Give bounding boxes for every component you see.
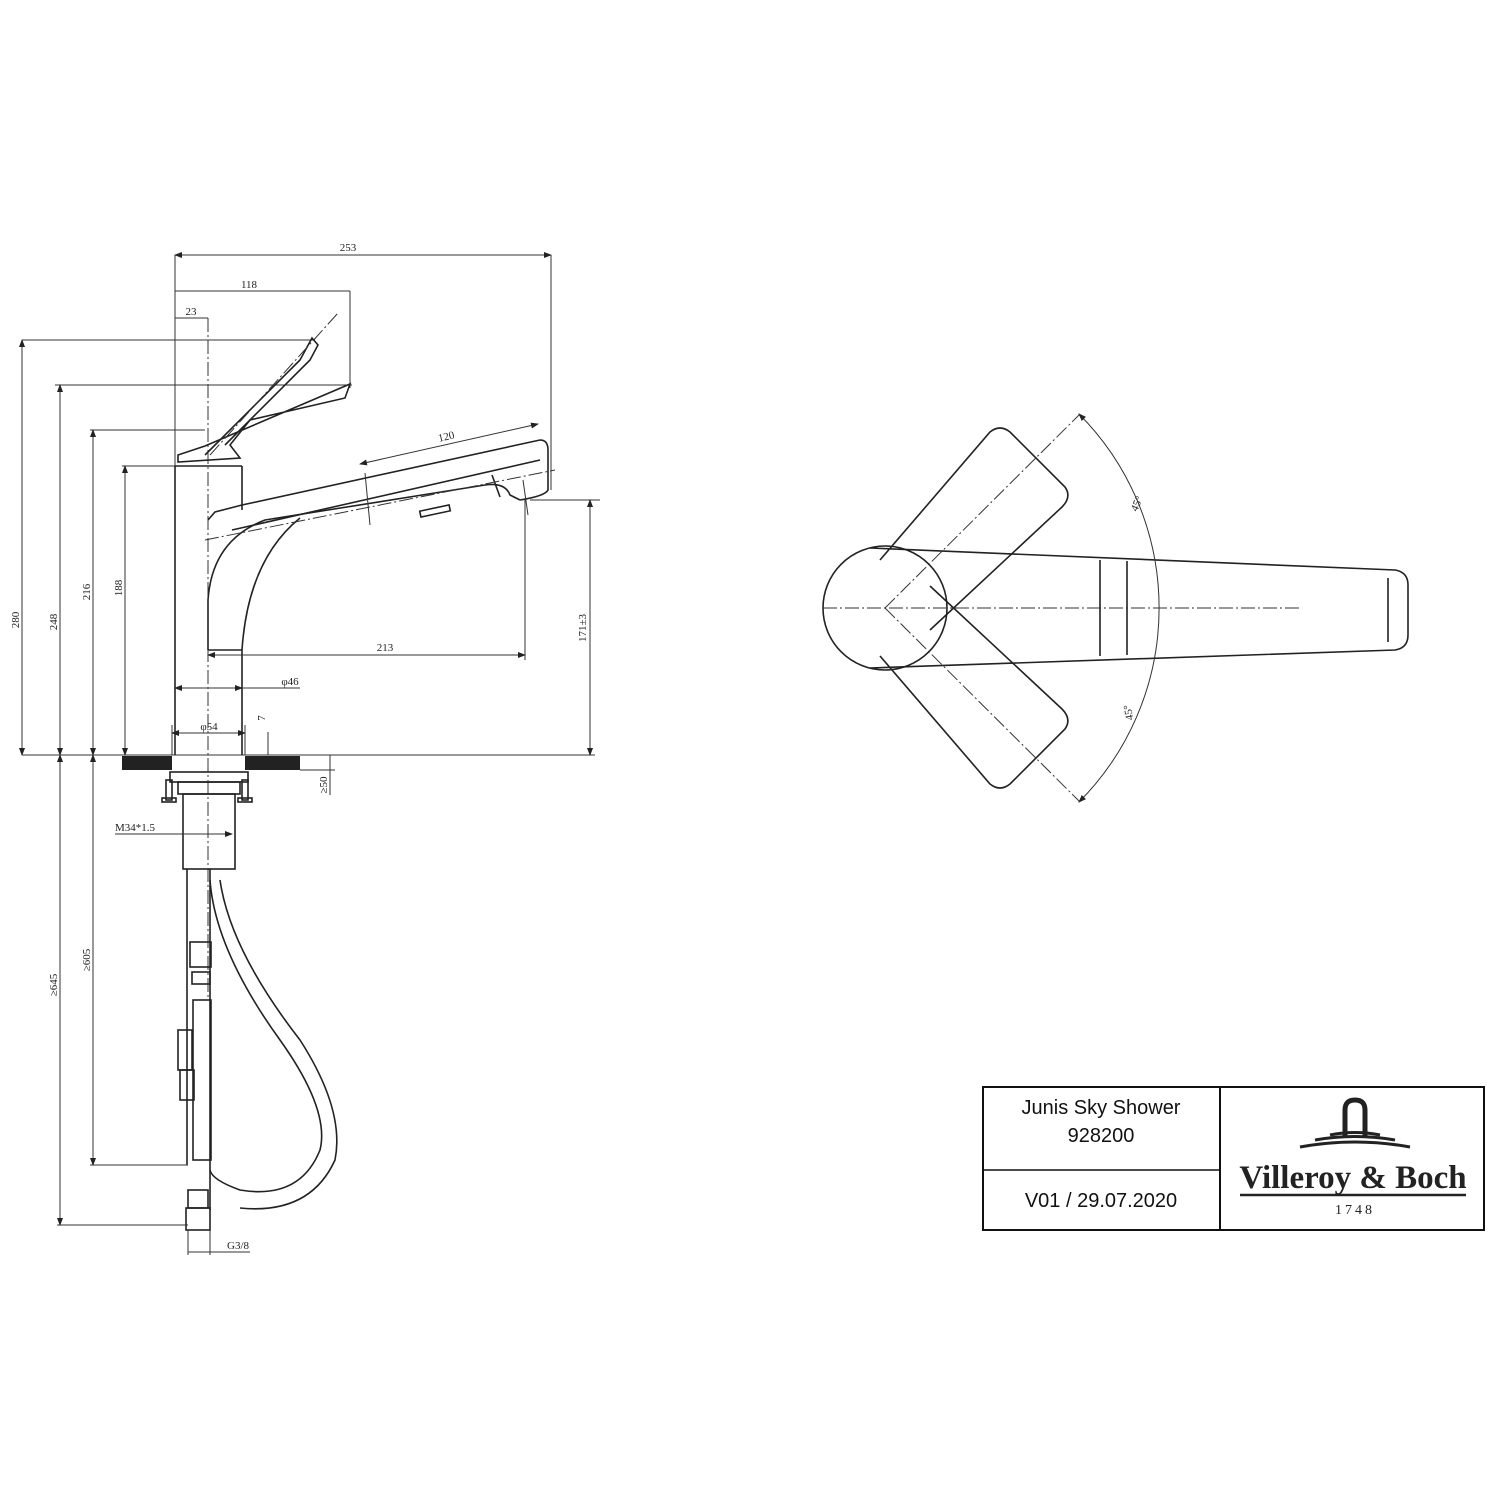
dimension-118: 118 xyxy=(175,279,351,388)
dimension-label: 248 xyxy=(48,613,60,630)
brand-name: Villeroy & Boch xyxy=(1239,1160,1466,1196)
dimension-label: 171±3 xyxy=(577,613,589,642)
dimension-label: 216 xyxy=(81,583,93,600)
dimension-645: ≥645 xyxy=(48,754,188,1226)
dimension-171: 171±3 xyxy=(530,499,600,756)
dimension-248: 248 xyxy=(48,384,352,756)
dimension-label: ≥645 xyxy=(48,973,60,996)
dimension-label: 253 xyxy=(340,242,357,254)
dimension-diameter-46: φ46 xyxy=(174,676,300,691)
dimension-label: φ54 xyxy=(200,721,218,733)
brand-year: 1748 xyxy=(1335,1203,1375,1218)
article-number: 928200 xyxy=(1068,1125,1135,1147)
dimension-label: 188 xyxy=(113,579,125,596)
countertop-section-left xyxy=(122,756,172,770)
dimension-605: ≥605 xyxy=(81,754,188,1166)
countertop-section-right xyxy=(245,756,300,770)
product-name: Junis Sky Shower xyxy=(1022,1097,1181,1119)
dimension-label: 120 xyxy=(437,429,456,445)
dimension-label: M34*1.5 xyxy=(115,822,156,834)
dimension-thread: M34*1.5 xyxy=(115,822,233,837)
dimension-216: 216 xyxy=(81,429,205,756)
dimension-120: 120 xyxy=(359,422,539,466)
mounting-assembly xyxy=(161,771,253,870)
dimension-50: ≥50 xyxy=(300,755,335,795)
title-block: Junis Sky Shower 928200 V01 / 29.07.2020… xyxy=(982,1086,1485,1231)
dimension-213: 213 xyxy=(207,500,526,660)
angle-label-lower: 45° xyxy=(1122,704,1136,721)
dimension-label: ≥605 xyxy=(81,948,93,971)
brand-logo-icon xyxy=(1299,1097,1411,1149)
dimension-label: 118 xyxy=(241,279,258,291)
faucet-body xyxy=(174,318,243,1000)
dimension-7: 7 xyxy=(256,715,269,755)
dimension-188: 188 xyxy=(113,465,175,756)
dimension-connection: G3/8 xyxy=(188,1240,250,1253)
dimension-23: 23 xyxy=(175,306,208,319)
dimension-label: 23 xyxy=(186,306,198,318)
mixer-lever xyxy=(177,312,352,463)
dimension-label: φ46 xyxy=(281,676,299,688)
angle-label-upper: 45° xyxy=(1129,494,1146,513)
pull-out-spout xyxy=(204,439,556,651)
dimension-label: 280 xyxy=(10,611,22,628)
dimension-280: 280 xyxy=(10,339,315,756)
top-view-drawing: 45° 45° xyxy=(822,413,1409,803)
dimension-label: 213 xyxy=(377,642,394,654)
dimension-label: ≥50 xyxy=(318,776,330,794)
dimension-label: 7 xyxy=(256,715,268,721)
dimension-label: G3/8 xyxy=(227,1240,250,1252)
dimension-diameter-54: φ54 xyxy=(171,721,246,755)
supply-hoses xyxy=(177,869,338,1255)
version-date: V01 / 29.07.2020 xyxy=(1025,1190,1177,1212)
dimension-253: 253 xyxy=(174,242,552,755)
